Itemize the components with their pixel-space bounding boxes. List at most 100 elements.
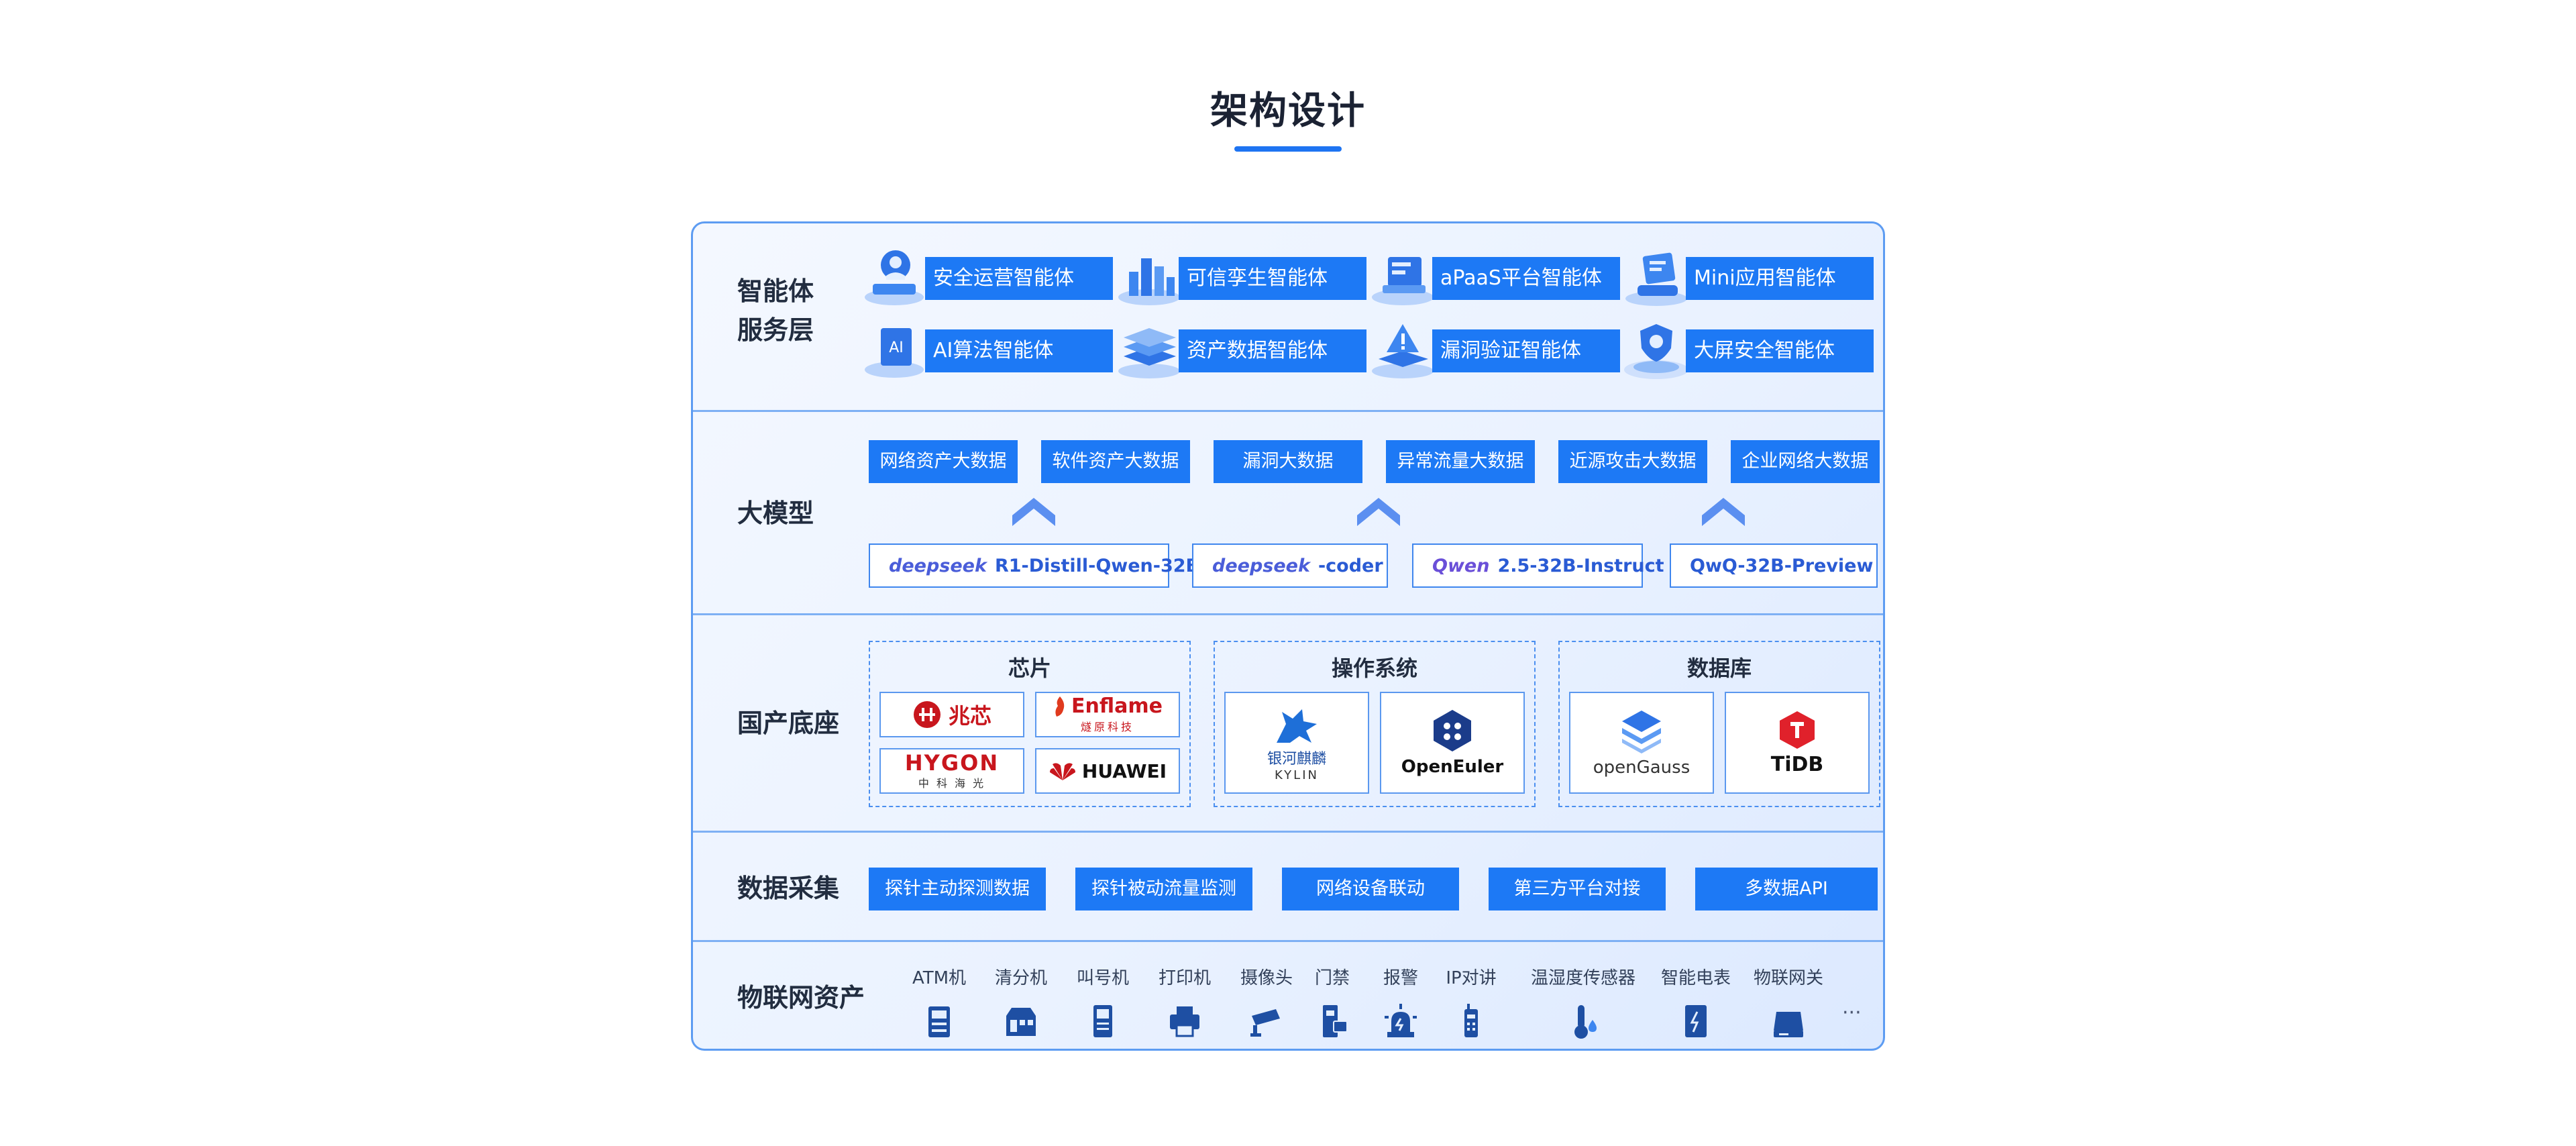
logo-zhaoxin[interactable]: 兆芯 — [879, 692, 1024, 737]
logo-text: OpenEuler — [1401, 757, 1504, 777]
iot-item-printer[interactable]: 打印机 — [1141, 968, 1228, 1043]
iot-item-ip-intercom[interactable]: IP对讲 — [1431, 968, 1511, 1043]
agent-vuln-verify[interactable]: 漏洞验证智能体 — [1368, 324, 1620, 378]
iot-item-access-control[interactable]: 门禁 — [1295, 968, 1369, 1043]
domestic-layer-label: 国产底座 — [737, 709, 840, 738]
collect-third-party[interactable]: 第三方平台对接 — [1489, 868, 1666, 910]
group-title: 芯片 — [1008, 656, 1051, 681]
agent-label: AI算法智能体 — [925, 329, 1113, 372]
logo-subtext: 燧原科技 — [1080, 721, 1134, 733]
iot-item-temp-humidity-sensor[interactable]: 温湿度传感器 — [1513, 968, 1654, 1043]
model-name: 2.5-32B-Instruct — [1497, 555, 1664, 576]
iot-label: IP对讲 — [1446, 968, 1497, 988]
agent-trusted-twin[interactable]: 可信孪生智能体 — [1114, 257, 1366, 305]
logo-kylin[interactable]: 银河麒麟 KYLIN — [1224, 692, 1369, 794]
model-logo-text: deepseek — [889, 555, 987, 576]
flame-icon — [1055, 696, 1065, 717]
agent-label: 大屏安全智能体 — [1686, 329, 1874, 372]
collect-network-device[interactable]: 网络设备联动 — [1282, 868, 1459, 910]
logo-text: TiDB — [1770, 752, 1824, 776]
agent-label: aPaaS平台智能体 — [1432, 257, 1620, 300]
logo-tidb[interactable]: TiDB — [1725, 692, 1870, 794]
logo-text: HUAWEI — [1081, 760, 1167, 782]
agents-label-line1: 智能体 — [737, 276, 814, 306]
model-logo-text: deepseek — [1212, 555, 1310, 576]
data-tag-enterprise-network[interactable]: 企业网络大数据 — [1731, 440, 1880, 483]
layer-divider — [693, 410, 1883, 412]
iot-label: ATM机 — [912, 968, 967, 988]
zhaoxin-logo-icon — [913, 701, 941, 728]
iot-label: 物联网关 — [1753, 968, 1823, 988]
logo-enflame[interactable]: Enflame 燧原科技 — [1035, 692, 1180, 737]
svg-text:AI: AI — [889, 340, 904, 356]
architecture-panel: 智能体 服务层 安全运营智能体 可信孪生智能体 aPaaS平台智能体 Mini应… — [691, 221, 1885, 1051]
iot-item-camera[interactable]: 摄像头 — [1223, 968, 1310, 1043]
arrow-up-icon — [1357, 498, 1400, 526]
mini-app-icon — [1625, 252, 1687, 306]
logo-huawei[interactable]: HUAWEI — [1035, 748, 1180, 794]
agent-asset-data[interactable]: 资产数据智能体 — [1114, 328, 1366, 378]
printer-icon — [1170, 1006, 1199, 1037]
iot-item-atm[interactable]: ATM机 — [896, 968, 983, 1043]
logo-opengauss[interactable]: openGauss — [1569, 692, 1714, 794]
logo-text: 银河麒麟 — [1267, 750, 1326, 768]
model-name: QwQ-32B-Preview — [1690, 555, 1874, 576]
layers-icon — [1118, 328, 1180, 378]
arrow-up-icon — [1012, 498, 1055, 526]
agents-label-line2: 服务层 — [737, 315, 814, 345]
collect-multi-api[interactable]: 多数据API — [1695, 868, 1878, 910]
platform-stack-icon — [1372, 257, 1434, 305]
data-tag-near-source-attack[interactable]: 近源攻击大数据 — [1558, 440, 1707, 483]
title-underline — [1234, 146, 1342, 152]
layer-divider — [693, 831, 1883, 833]
collect-passive-traffic[interactable]: 探针被动流量监测 — [1075, 868, 1252, 910]
iot-item-iot-gateway[interactable]: 物联网关 — [1745, 968, 1832, 1043]
iot-item-sorter[interactable]: 清分机 — [977, 968, 1065, 1043]
iot-item-alarm[interactable]: 报警 — [1364, 968, 1438, 1043]
data-tag-abnormal-traffic[interactable]: 异常流量大数据 — [1386, 440, 1535, 483]
agents-layer-label: 智能体 服务层 — [737, 272, 814, 350]
agent-label: Mini应用智能体 — [1686, 257, 1874, 300]
model-deepseek-r1[interactable]: deepseek R1-Distill-Qwen-32B — [869, 543, 1199, 588]
huawei-petal-icon — [1049, 763, 1075, 780]
agent-security-ops[interactable]: 安全运营智能体 — [861, 250, 1113, 305]
group-database: 数据库 openGauss TiDB — [1558, 641, 1880, 807]
model-qwq-preview[interactable]: QwQ-32B-Preview — [1670, 543, 1878, 588]
domestic-layer: 国产底座 芯片 兆芯 Enflame 燧原科技 HYGON 中 科 海 光 — [693, 615, 1883, 831]
agent-apaas[interactable]: aPaaS平台智能体 — [1368, 257, 1620, 305]
intercom-icon — [1464, 1004, 1478, 1037]
agent-ai-algorithm[interactable]: AI AI算法智能体 — [861, 328, 1113, 378]
alarm-icon — [1385, 1004, 1417, 1037]
agents-layer: 智能体 服务层 安全运营智能体 可信孪生智能体 aPaaS平台智能体 Mini应… — [693, 223, 1883, 410]
logo-hygon[interactable]: HYGON 中 科 海 光 — [879, 748, 1024, 794]
iot-label: 报警 — [1383, 968, 1418, 988]
iot-item-queue-machine[interactable]: 叫号机 — [1059, 968, 1146, 1043]
data-tag-network-asset[interactable]: 网络资产大数据 — [869, 440, 1018, 483]
agent-big-screen[interactable]: 大屏安全智能体 — [1621, 324, 1874, 379]
warning-stack-icon — [1372, 324, 1434, 378]
model-qwen-instruct[interactable]: Qwen 2.5-32B-Instruct — [1412, 543, 1664, 588]
logo-text: 兆芯 — [948, 703, 991, 729]
data-tag-vulnerability[interactable]: 漏洞大数据 — [1214, 440, 1362, 483]
logo-subtext: KYLIN — [1275, 768, 1319, 782]
model-name: -coder — [1318, 555, 1383, 576]
openeuler-logo-icon — [1434, 710, 1471, 751]
logo-openeuler[interactable]: OpenEuler — [1380, 692, 1525, 794]
logo-text: Enflame — [1071, 694, 1163, 718]
camera-icon — [1250, 1009, 1280, 1037]
cash-sorter-icon — [1006, 1008, 1036, 1036]
agent-label: 资产数据智能体 — [1179, 329, 1366, 372]
iot-layer: 物联网资产 ATM机 清分机 叫号机 打印机 摄像头 门禁 报警 — [693, 942, 1883, 1049]
group-title: 数据库 — [1686, 656, 1752, 681]
agent-mini-app[interactable]: Mini应用智能体 — [1621, 252, 1874, 306]
collect-layer: 数据采集 探针主动探测数据 探针被动流量监测 网络设备联动 第三方平台对接 多数… — [693, 833, 1883, 940]
iot-item-smart-meter[interactable]: 智能电表 — [1652, 968, 1739, 1043]
iot-label: 叫号机 — [1076, 968, 1129, 988]
collect-active-probe[interactable]: 探针主动探测数据 — [869, 868, 1046, 910]
models-layer-label: 大模型 — [737, 499, 814, 528]
group-chips: 芯片 兆芯 Enflame 燧原科技 HYGON 中 科 海 光 HUAWEI — [869, 641, 1191, 807]
data-tag-software-asset[interactable]: 软件资产大数据 — [1041, 440, 1190, 483]
door-access-icon — [1323, 1005, 1348, 1037]
model-deepseek-coder[interactable]: deepseek -coder — [1192, 543, 1388, 588]
collect-layer-label: 数据采集 — [737, 874, 840, 903]
